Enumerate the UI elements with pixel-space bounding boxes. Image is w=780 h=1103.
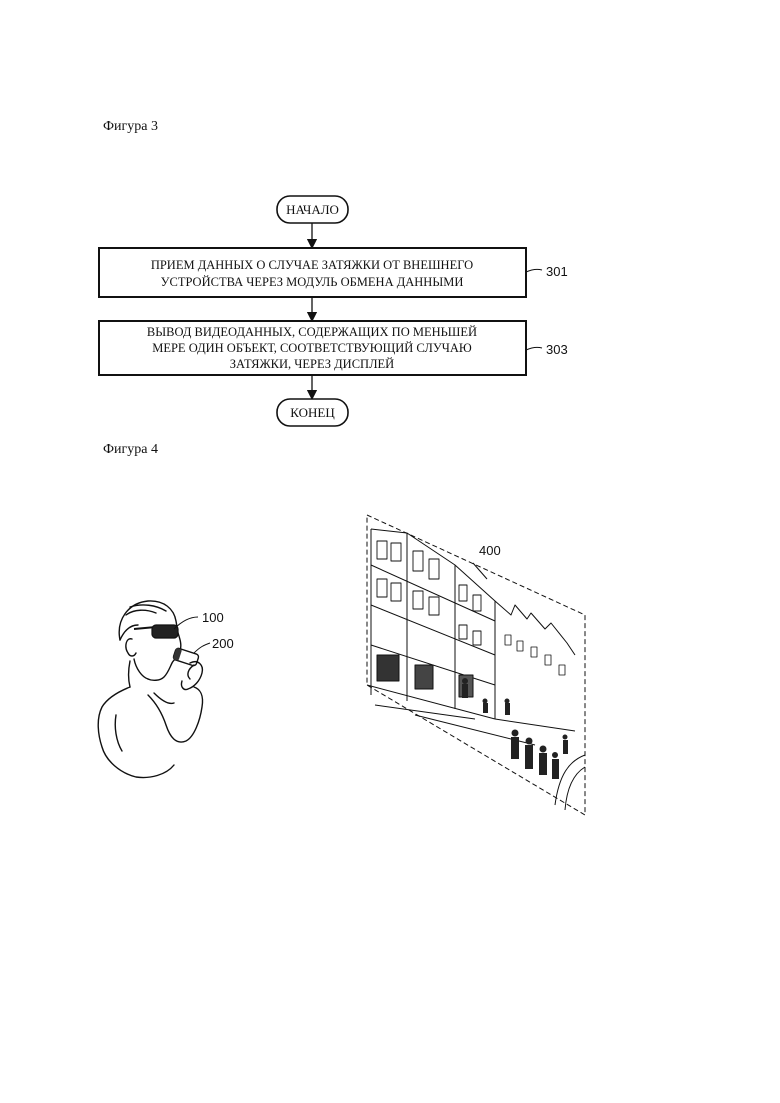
ref-303: 303 <box>546 342 568 357</box>
storefront-1 <box>377 655 399 681</box>
person-shirt-fold <box>115 715 122 751</box>
person-neck <box>129 659 149 687</box>
figure-4-person-illustration: 100 200 <box>90 595 350 795</box>
smoking-device-icon <box>173 648 200 667</box>
leader-301 <box>526 269 542 272</box>
ref-100: 100 <box>202 610 224 625</box>
person-ear <box>126 639 136 656</box>
step-303-line-3: ЗАТЯЖКИ, ЧЕРЕЗ ДИСПЛЕЙ <box>230 357 394 371</box>
ref-200: 200 <box>212 636 234 651</box>
leader-200 <box>194 643 210 653</box>
step-301-line-2: УСТРОЙСТВА ЧЕРЕЗ МОДУЛЬ ОБМЕНА ДАННЫМИ <box>161 275 464 289</box>
process-box-301: ПРИЕМ ДАННЫХ О СЛУЧАЕ ЗАТЯЖКИ ОТ ВНЕШНЕГ… <box>99 248 526 297</box>
step-301-line-1: ПРИЕМ ДАННЫХ О СЛУЧАЕ ЗАТЯЖКИ ОТ ВНЕШНЕГ… <box>151 258 473 272</box>
end-label: КОНЕЦ <box>290 405 335 420</box>
ref-301: 301 <box>546 264 568 279</box>
storefront-2 <box>415 665 433 689</box>
step-303-line-1: ВЫВОД ВИДЕОДАННЫХ, СОДЕРЖАЩИХ ПО МЕНЬШЕЙ <box>147 325 477 339</box>
process-box-303: ВЫВОД ВИДЕОДАННЫХ, СОДЕРЖАЩИХ ПО МЕНЬШЕЙ… <box>99 321 526 375</box>
end-terminal: КОНЕЦ <box>277 399 348 426</box>
start-label: НАЧАЛО <box>286 202 339 217</box>
leader-303 <box>526 347 542 350</box>
start-terminal: НАЧАЛО <box>277 196 348 223</box>
smart-glasses-icon <box>134 625 178 638</box>
person-hand <box>181 662 202 690</box>
person-collar <box>154 693 174 703</box>
step-303-line-2: МЕРЕ ОДИН ОБЪЕКТ, СООТВЕТСТВУЮЩИЙ СЛУЧАЮ <box>152 341 472 355</box>
figure-4-virtual-display: 400 <box>355 505 615 825</box>
figure-3-flowchart: НАЧАЛО ПРИЕМ ДАННЫХ О СЛУЧАЕ ЗАТЯЖКИ ОТ … <box>0 0 780 440</box>
figure-4-caption: Фигура 4 <box>103 442 158 458</box>
ref-400: 400 <box>479 543 501 558</box>
